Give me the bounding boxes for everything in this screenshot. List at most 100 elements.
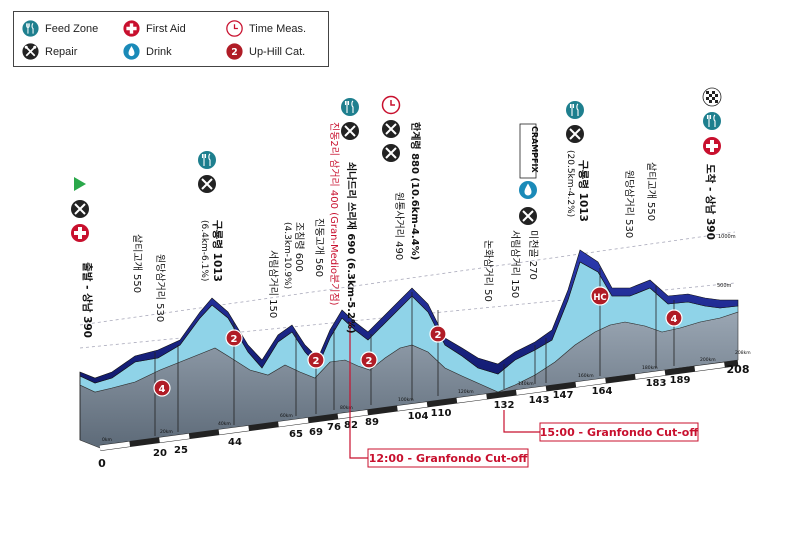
elevation-scale-label: 1000m <box>718 234 736 240</box>
hangyeryeong-icons <box>381 95 401 162</box>
climb-badge: 4 <box>153 379 171 397</box>
repair-icon <box>566 125 584 143</box>
km-scale-label: 208km <box>735 350 751 356</box>
distance-markers: 0 20 25 44 65 69 76 82 89 104 110 132 14… <box>98 363 749 470</box>
svg-text:2: 2 <box>231 47 238 58</box>
waypoint-note: (4.3km-10.9%) <box>282 222 292 289</box>
climb-badge: 2 <box>307 351 325 369</box>
first-aid-icon <box>71 224 89 242</box>
distance-marker: 110 <box>431 408 452 419</box>
waypoint-label: 서림삼거리 150 <box>509 230 521 298</box>
repair-icon <box>341 122 359 140</box>
km-scale-label: 140km <box>518 381 534 387</box>
legend-label: Feed Zone <box>45 22 99 35</box>
distance-marker: 89 <box>365 417 379 428</box>
waypoint-label: 논화삼거리 50 <box>482 240 494 302</box>
waypoint-label: 진동고개 560 <box>313 218 325 277</box>
distance-marker: 65 <box>289 429 303 440</box>
climb-badge: HC <box>590 286 610 306</box>
waypoint-label: 한계령 880 (10.6km-4.4%) <box>409 122 422 260</box>
waypoint-label: 구룡령 1013 <box>211 220 223 282</box>
legend-first-aid: First Aid <box>123 20 186 37</box>
distance-marker: 143 <box>529 395 550 406</box>
legend: Feed Zone Repair First Aid Drink Time Me… <box>13 11 329 67</box>
distance-marker: 20 <box>153 448 167 459</box>
km-scale-labels: 0km 20km 40km 60km 80km 100km 120km 140k… <box>102 350 751 443</box>
cutoff-callout-15: 15:00 - Granfondo Cut-off <box>503 410 699 442</box>
feed-zone-icon <box>341 98 359 116</box>
waypoint-label: 구룡령 1013 <box>577 160 589 222</box>
feed-zone-icon <box>703 112 721 130</box>
waypoint-label: 살티고개 550 <box>131 234 143 293</box>
micheongol-icons: CRAMPFIX <box>519 123 539 225</box>
start-flag-icon <box>74 177 86 191</box>
repair-icon <box>382 144 400 162</box>
start-km: 0 <box>98 457 106 470</box>
legend-drink: Drink <box>123 43 172 60</box>
start-icons <box>71 177 89 242</box>
climb-badge: 2 <box>225 329 243 347</box>
cutoff-label: 15:00 - Granfondo Cut-off <box>540 426 699 439</box>
distance-marker: 183 <box>646 378 667 389</box>
waypoint-label: 서림삼거리 150 <box>267 250 279 318</box>
finish-km: 208 <box>727 363 750 376</box>
km-scale-bar <box>99 360 739 451</box>
legend-label: Repair <box>45 45 78 58</box>
km-scale-label: 0km <box>102 437 112 443</box>
feed-zone-icon <box>22 20 39 37</box>
svg-text:4: 4 <box>159 384 166 395</box>
repair-icon <box>519 207 537 225</box>
waypoint-label: 진동2리 삼거리 400 (Gran-Medio분기점) <box>328 122 340 306</box>
distance-marker: 147 <box>553 390 574 401</box>
climb-badge: 4 <box>665 309 683 327</box>
legend-feed-zone: Feed Zone <box>22 20 98 37</box>
climb-badge: 2 <box>429 325 447 343</box>
waypoint-labels: 출발 - 상남 390 살티고개 550 원당삼거리 530 구룡령 1013 … <box>81 122 717 338</box>
waypoint-label: 쇠나드리 쓰리재 690 (6.3km-5.2%) <box>345 162 358 334</box>
cutoff-label: 12:00 - Granfondo Cut-off <box>369 452 528 465</box>
climb-badge: 2 <box>360 351 378 369</box>
drink-icon <box>519 181 537 199</box>
elevation-scale-label: 500m <box>717 283 732 289</box>
waypoint-note: (6.4km-6.1%) <box>199 220 209 281</box>
km-scale-label: 20km <box>160 429 173 435</box>
waypoint-label: 조침령 600 <box>293 222 305 272</box>
km-scale-label: 60km <box>280 413 293 419</box>
distance-marker: 189 <box>670 375 691 386</box>
uphill-category-icon: 2 <box>226 43 243 60</box>
waypoint-note: (20.5km-4.2%) <box>565 150 575 217</box>
legend-uphill-category: 2 Up-Hill Cat. <box>226 43 305 60</box>
finish-icons <box>702 87 722 155</box>
elevation-1000m-line <box>79 231 736 326</box>
km-scale-label: 100km <box>398 397 414 403</box>
waypoint-label: 원통사거리 490 <box>393 192 405 260</box>
km-scale-label: 160km <box>578 373 594 379</box>
svg-text:4: 4 <box>671 314 678 325</box>
distance-marker: 164 <box>592 386 613 397</box>
svg-text:CRAMPFIX: CRAMPFIX <box>530 126 539 173</box>
km-scale-label: 180km <box>642 365 658 371</box>
first-aid-icon <box>703 137 721 155</box>
waypoint-label: 출발 - 상남 390 <box>81 262 94 338</box>
waypoint-label: 도착 - 상남 390 <box>704 164 717 240</box>
legend-repair: Repair <box>22 43 77 60</box>
km-scale-label: 120km <box>458 389 474 395</box>
repair-icon <box>382 120 400 138</box>
crampfix-badge: CRAMPFIX <box>519 123 539 179</box>
distance-marker: 132 <box>494 400 515 411</box>
feed-zone-icon <box>198 151 216 169</box>
drink-icon <box>123 43 140 60</box>
waypoint-lines <box>79 268 675 440</box>
legend-time-measure: Time Meas. <box>226 20 306 37</box>
km-scale-label: 80km <box>340 405 353 411</box>
waypoint-label: 살티고개 550 <box>645 162 657 221</box>
first-aid-icon <box>123 20 140 37</box>
km-scale-label: 200km <box>700 357 716 363</box>
legend-label: Time Meas. <box>249 22 307 35</box>
legend-label: Up-Hill Cat. <box>249 45 306 58</box>
guryongryeong-2-icons <box>566 101 584 143</box>
climb-badges: 4 2 2 2 2 HC 4 <box>153 286 683 397</box>
legend-label: First Aid <box>146 22 186 35</box>
repair-icon <box>22 43 39 60</box>
svg-text:2: 2 <box>231 334 238 345</box>
